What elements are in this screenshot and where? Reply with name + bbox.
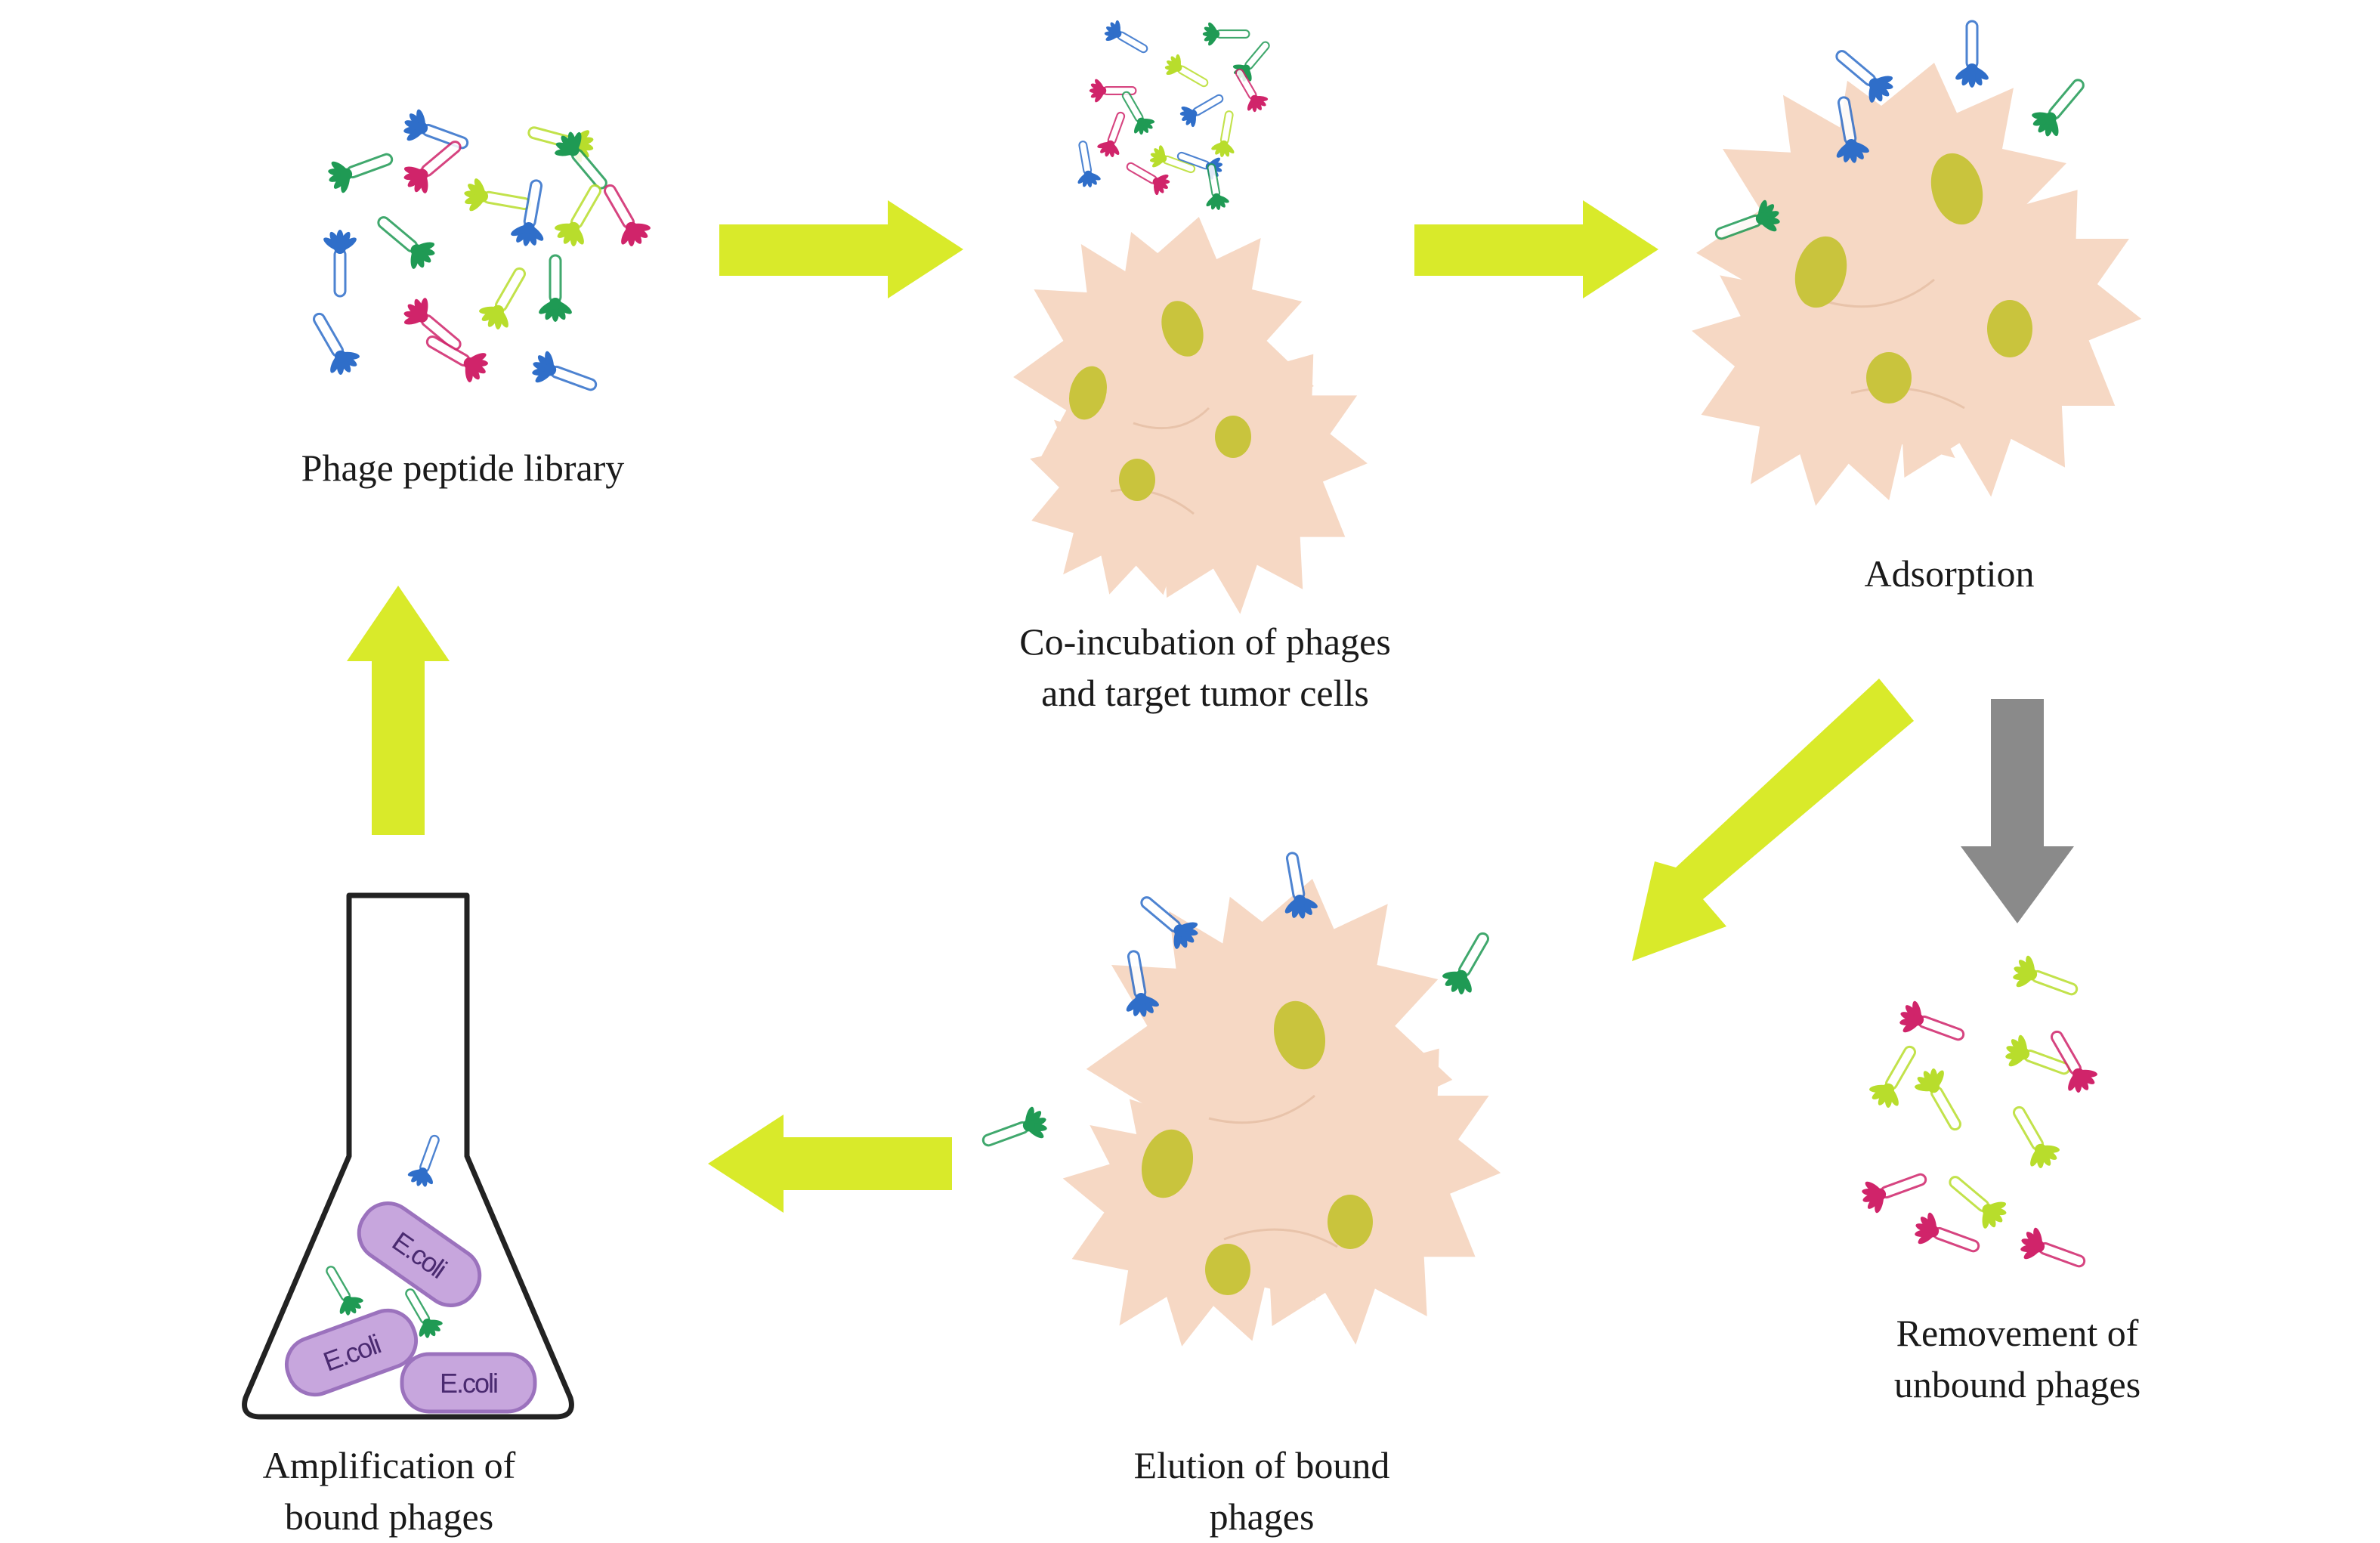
phage-particle <box>1126 162 1170 196</box>
phage-particle <box>2032 79 2085 137</box>
phage-particle <box>1149 145 1196 174</box>
label-coincubation-line1: Co-incubation of phages <box>1019 620 1391 663</box>
phage-particle <box>1126 950 1159 1017</box>
label-elution-line1: Elution of bound <box>1133 1444 1390 1486</box>
nucleus <box>1205 1244 1250 1295</box>
label-amplification: Amplification of bound phages <box>219 1439 559 1542</box>
label-amplification-line1: Amplification of <box>262 1444 516 1486</box>
phage-particle <box>1077 141 1101 187</box>
nucleus <box>1794 236 1847 308</box>
label-removement-line1: Removement of <box>1896 1312 2139 1354</box>
phage-particle <box>1121 91 1155 135</box>
phage-particle <box>1899 1000 1965 1041</box>
phage-particle <box>464 178 531 212</box>
ecoli-label: E.coli <box>440 1368 497 1399</box>
phage-particle <box>1211 110 1235 157</box>
arrow-removement <box>1961 699 2074 923</box>
phage-particle <box>1164 54 1209 88</box>
phage-particle <box>479 267 526 329</box>
phage-particle <box>1235 68 1269 113</box>
phage-particle <box>1714 199 1780 240</box>
phage-particle <box>1179 94 1224 128</box>
phage-particle <box>555 184 601 246</box>
nucleus <box>1866 352 1912 404</box>
ecoli-bacterium: E.coli <box>357 1201 482 1307</box>
phage-particle <box>2005 1034 2071 1075</box>
phage-particle <box>425 336 488 382</box>
phage-particle <box>1915 1068 1961 1131</box>
label-adsorption: Adsorption <box>1798 548 2100 599</box>
phage-particle <box>2051 1030 2097 1093</box>
nucleus <box>1273 1000 1326 1070</box>
phage-particle <box>532 351 598 391</box>
nucleus <box>1069 366 1107 420</box>
nucleus <box>1328 1195 1373 1249</box>
phage-particle <box>323 230 357 298</box>
tumor-cells-elution <box>1022 879 1549 1392</box>
ecoli-bacterium: E.coli <box>400 1352 537 1414</box>
tumor-cells-coincubation <box>1003 217 1410 656</box>
label-phage-library: Phage peptide library <box>264 442 661 493</box>
arrow-library-to-coincubation <box>719 200 963 298</box>
phage-particle <box>2013 955 2079 996</box>
label-coincubation-line2: and target tumor cells <box>1041 672 1369 714</box>
culture-flask <box>242 892 574 1420</box>
label-amplification-line2: bound phages <box>284 1495 494 1538</box>
tumor-cells-adsorption <box>1649 62 2191 551</box>
phage-particle <box>328 153 394 193</box>
phage-particle <box>313 312 360 375</box>
phage-particle <box>604 184 651 246</box>
phage-particle <box>555 131 607 190</box>
phage-particle <box>1442 932 1489 994</box>
phage-particle <box>403 298 462 351</box>
nucleus <box>1141 1129 1194 1198</box>
phage-particle <box>407 1134 440 1187</box>
label-removement-line2: unbound phages <box>1893 1363 2141 1405</box>
phage-particle <box>539 254 572 322</box>
phage-particle <box>511 179 544 246</box>
label-adsorption-text: Adsorption <box>1864 552 2035 595</box>
phage-particle <box>1862 1173 1927 1214</box>
phage-particle <box>1232 41 1270 82</box>
arrow-adsorption-to-elution <box>1632 679 1914 961</box>
ecoli-bacterium: E.coli <box>284 1308 419 1397</box>
phage-particle <box>1284 852 1318 919</box>
phage-particle <box>403 109 469 150</box>
phage-particle <box>1104 20 1148 54</box>
arrow-amplification-to-library <box>347 586 450 835</box>
phage-particle <box>1869 1045 1916 1108</box>
phage-particle <box>2013 1105 2060 1168</box>
phage-particle <box>981 1106 1047 1147</box>
label-elution-line2: phages <box>1209 1495 1315 1538</box>
phage-particle <box>1955 20 1989 88</box>
phage-particle <box>1949 1176 2007 1229</box>
phage-particle <box>1202 22 1250 46</box>
label-elution: Elution of bound phages <box>1088 1439 1436 1542</box>
label-removement: Removement of unbound phages <box>1844 1307 2191 1410</box>
phage-particle <box>2020 1227 2086 1268</box>
nucleus <box>1987 300 2032 357</box>
phage-particles <box>313 20 2097 1338</box>
phage-particle <box>1206 163 1229 210</box>
nucleus <box>1119 459 1155 501</box>
nucleus <box>1161 301 1204 357</box>
arrow-elution-to-amplification <box>708 1115 952 1213</box>
phage-particle <box>326 1266 363 1316</box>
phage-particle <box>1915 1212 1980 1253</box>
label-phage-library-text: Phage peptide library <box>301 447 625 489</box>
phage-particle <box>405 1288 443 1338</box>
nucleus <box>1215 416 1251 458</box>
phage-particle <box>403 141 462 193</box>
nucleus <box>1930 153 1983 225</box>
phage-particle <box>1097 111 1126 158</box>
arrow-coincubation-to-adsorption <box>1414 200 1658 298</box>
phage-particle <box>377 216 435 269</box>
phage-particle <box>1140 896 1198 949</box>
phage-particle <box>1835 50 1893 103</box>
label-coincubation: Co-incubation of phages and target tumor… <box>967 616 1443 719</box>
phage-particle <box>1836 96 1869 163</box>
